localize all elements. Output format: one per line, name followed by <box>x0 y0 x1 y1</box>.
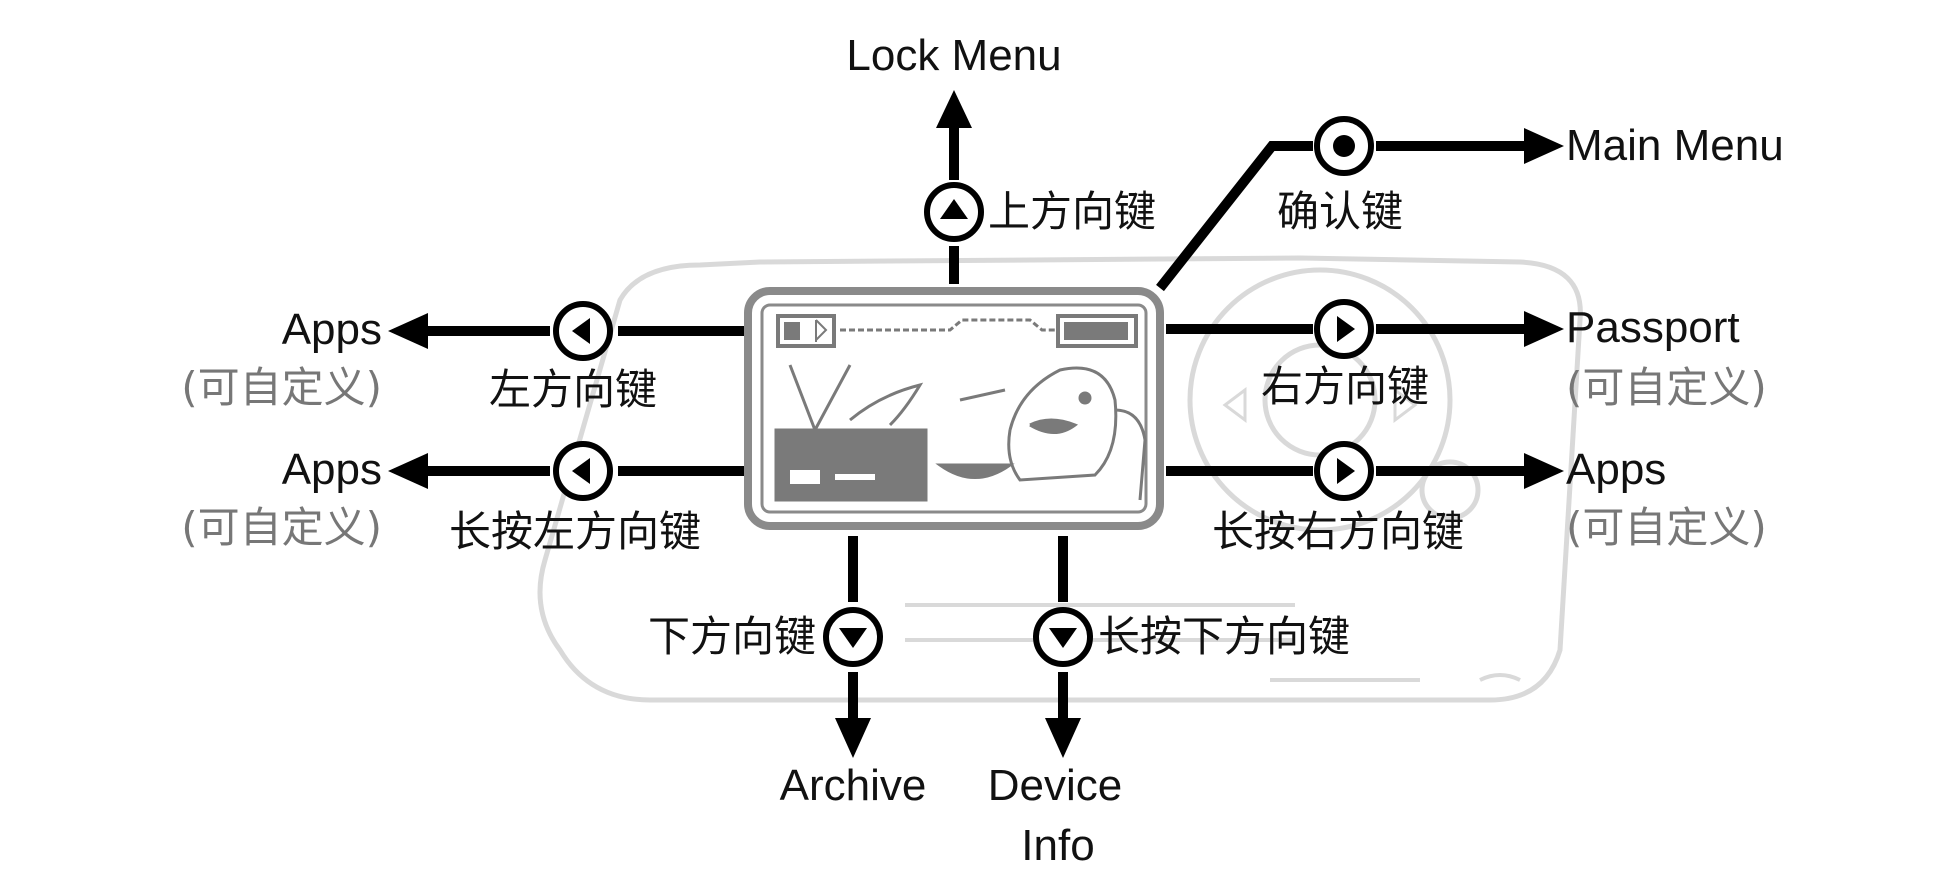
circle-right-icon <box>1314 299 1374 359</box>
circle-down-icon <box>1033 607 1093 667</box>
circle-left-icon <box>553 441 613 501</box>
arrow-up-icon <box>936 90 972 128</box>
arrow-left-icon <box>388 313 428 349</box>
dolphin-scene-image <box>774 364 1147 502</box>
circle-up-icon <box>924 182 984 242</box>
passport-label: Passport <box>1566 303 1740 352</box>
right-action-note: (可自定义) <box>1566 363 1767 412</box>
circle-right-icon <box>1314 441 1374 501</box>
ok-line <box>1156 141 1313 292</box>
dpad-left-mark <box>1222 387 1247 423</box>
archive-label: Archive <box>780 761 927 810</box>
arrow-right-icon <box>1524 453 1564 489</box>
screen-inner <box>760 303 1148 514</box>
ok-key-label: 确认键 <box>1277 187 1403 236</box>
left-long-action-label: Apps <box>282 445 382 494</box>
circle-dot-icon <box>1314 116 1374 176</box>
left-key-label: 左方向键 <box>489 365 657 414</box>
bluetooth-icon <box>815 319 828 342</box>
logo-mark <box>905 603 1295 642</box>
device-outline <box>537 255 1583 703</box>
back-button <box>1419 459 1481 521</box>
arrow-heads <box>388 90 1564 758</box>
right-key-label: 右方向键 <box>1261 362 1429 411</box>
connector-lines <box>425 128 1528 722</box>
arrow-down-icon <box>835 718 871 758</box>
dpad-right-mark <box>1393 387 1418 423</box>
down-key-label: 下方向键 <box>648 612 816 661</box>
usb-slot <box>1479 673 1521 682</box>
status-bar-line <box>840 318 1055 332</box>
left-long-action-note: (可自定义) <box>181 503 382 552</box>
battery-icon <box>1056 314 1138 348</box>
arrow-left-icon <box>388 453 428 489</box>
key-icons <box>553 116 1374 667</box>
right-long-action-label: Apps <box>1566 445 1666 494</box>
right-long-key-label: 长按右方向键 <box>1212 507 1464 556</box>
arrow-right-icon <box>1524 311 1564 347</box>
lock-menu-label: Lock Menu <box>846 31 1061 80</box>
arrow-down-icon <box>1045 718 1081 758</box>
main-menu-label: Main Menu <box>1566 121 1784 170</box>
info-label: Info <box>1021 821 1094 870</box>
sd-card-status-icon <box>776 314 836 348</box>
left-action-label: Apps <box>282 305 382 354</box>
down-long-key-label: 长按下方向键 <box>1098 612 1350 661</box>
right-long-action-note: (可自定义) <box>1566 503 1767 552</box>
device-screen <box>744 287 1164 530</box>
circle-down-icon <box>823 607 883 667</box>
left-action-note: (可自定义) <box>181 363 382 412</box>
left-long-key-label: 长按左方向键 <box>449 507 701 556</box>
dpad-ring <box>1187 267 1453 533</box>
labels: Lock Menu 上方向键 Main Menu 确认键 Apps (可自定义)… <box>181 31 1783 870</box>
up-key-label: 上方向键 <box>988 187 1156 236</box>
device-label: Device <box>988 761 1123 810</box>
circle-left-icon <box>553 301 613 361</box>
arrow-right-icon <box>1524 128 1564 164</box>
